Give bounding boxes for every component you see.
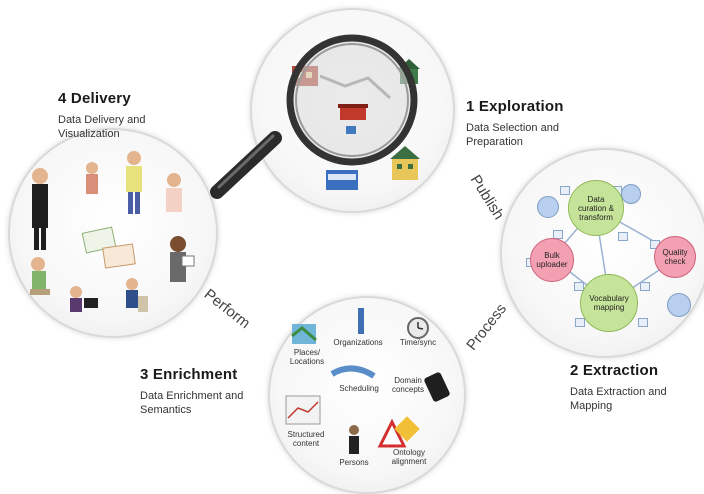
store-icon [326,170,358,190]
persons-label: Persons [339,458,369,467]
seat-marker [575,318,585,327]
warning-sign-icon [377,418,407,448]
scheduling-icon [330,365,376,379]
device-icon [424,372,450,402]
building-icon [338,104,368,134]
exploration-subtitle-line1: Data Selection and [466,122,559,134]
person-icon [349,425,359,454]
delivery-people [30,151,195,312]
delivery-subtitle-line1: Data Delivery and [58,114,146,126]
exploration-scene [286,34,420,190]
delivery-subtitle-line2: Visualization [58,128,120,140]
chart-icon [285,395,321,425]
exploration-subtitle-line2: Preparation [466,136,523,148]
person-icon [30,257,50,295]
person-icon [126,278,148,312]
magnifier-handle [210,131,282,199]
table-node [667,293,691,317]
person-icon [126,151,142,214]
seat-marker [638,318,648,327]
enrichment-subtitle-line2: Semantics [140,404,192,416]
exploration-title: 1 Exploration [466,98,564,115]
places-locations-label: Places/Locations [289,348,325,366]
person-icon [86,162,98,194]
delivery-title: 4 Delivery [58,90,131,107]
map-icon [291,324,317,344]
extraction-subtitle-line2: Mapping [570,400,613,412]
table-node [537,196,559,218]
route-icon [319,74,392,100]
table-node [621,184,641,204]
person-icon [32,168,48,250]
seat-marker [640,282,650,291]
clock-icon [407,317,429,339]
person-icon [166,173,182,212]
screenshots-icon [81,226,136,269]
person-icon [70,286,98,312]
organization-icon [358,308,364,334]
enrichment-icons [285,308,450,454]
organizations-label: Organizations [333,338,383,347]
magnifier-lens [286,34,418,166]
extraction-subtitle-line1: Data Extraction and [570,386,667,398]
road-sign-icon [394,416,420,442]
extraction-title: 2 Extraction [570,362,659,379]
timesync-label: Time/sync [399,338,437,347]
seat-marker [560,186,570,195]
seat-marker [618,232,628,241]
scheduling-label: Scheduling [339,384,379,393]
enrichment-subtitle-line1: Data Enrichment and [140,390,244,402]
house-icon [390,146,420,180]
enrichment-title: 3 Enrichment [140,366,238,383]
person-icon [170,236,195,282]
